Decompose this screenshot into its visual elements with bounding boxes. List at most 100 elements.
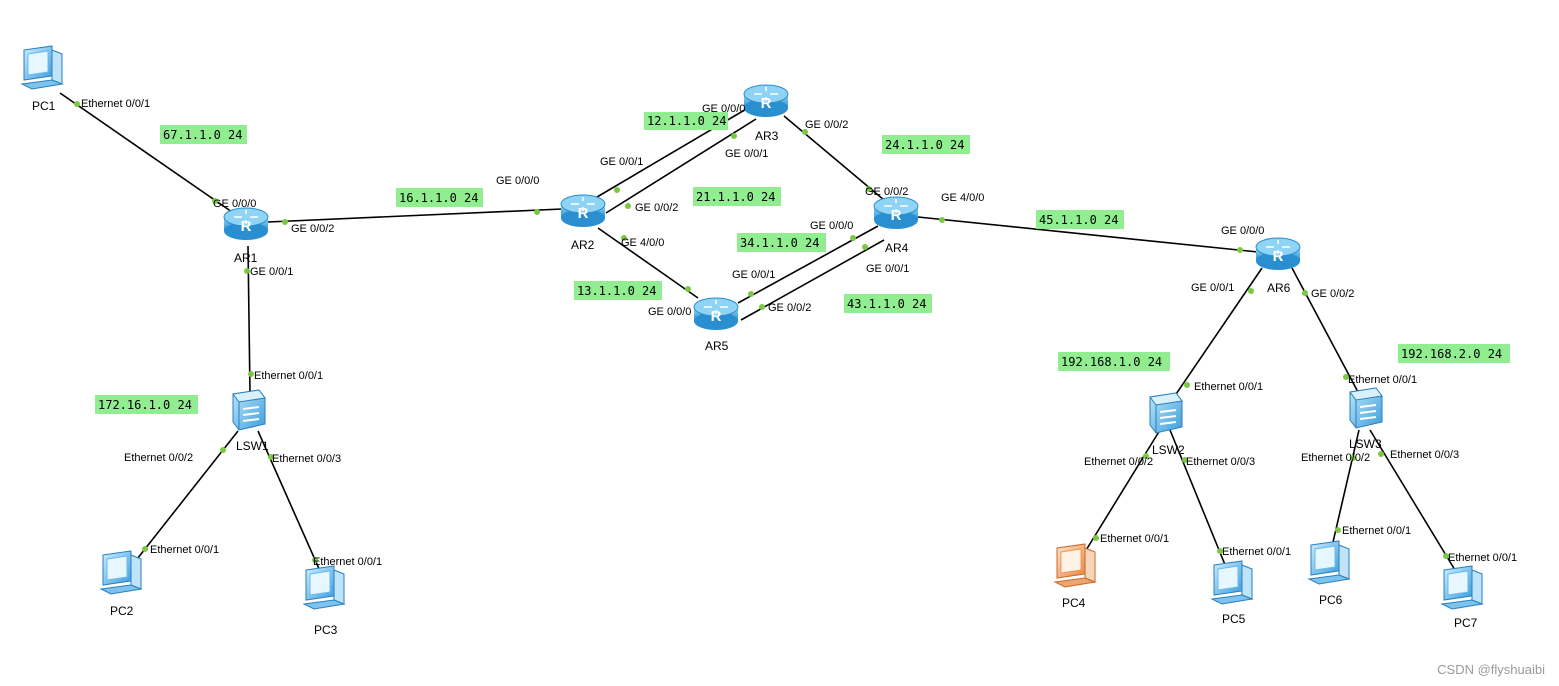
port-label-ar5-ge001: GE 0/0/1 [732,269,775,281]
port-label-pc2-e001: Ethernet 0/0/1 [150,544,219,556]
port-label-ar6-ge000: GE 0/0/0 [1221,225,1264,237]
link-ar6-lsw3 [1291,267,1359,393]
port-dot [1343,374,1349,380]
device-label-pc7: PC7 [1454,616,1478,630]
port-label-lsw3-e002: Ethernet 0/0/2 [1301,452,1370,464]
link-lsw1-pc2 [129,430,239,569]
pc6[interactable] [1308,540,1350,585]
net-label-16: 16.1.1.0 24 [399,191,478,205]
port-label-lsw3-e003: Ethernet 0/0/3 [1390,449,1459,461]
port-dot [625,203,631,209]
link-ar2-ar5 [597,227,699,299]
pc1[interactable] [21,45,63,90]
net-bg [1036,210,1124,229]
net-bg [693,187,781,206]
port-label-ar4-ge000: GE 0/0/0 [810,220,853,232]
link-ar6-lsw2 [1171,267,1263,401]
router-ar2[interactable] [560,194,606,228]
net-label-45: 45.1.1.0 24 [1039,213,1118,227]
port-dot [1217,548,1223,554]
port-label-ar6-ge001: GE 0/0/1 [1191,282,1234,294]
port-dot [731,133,737,139]
device-label-lsw3: LSW3 [1349,437,1382,451]
switch-lsw1[interactable] [232,389,266,431]
port-dot [685,286,691,292]
net-label-192-1: 192.168.1.0 24 [1061,355,1162,369]
device-label-pc2: PC2 [110,604,134,618]
port-label-ar2-ge000: GE 0/0/0 [496,175,539,187]
port-label-pc1-e001: Ethernet 0/0/1 [81,98,150,110]
port-dots [74,101,1449,563]
port-dot [1378,451,1384,457]
pc7[interactable] [1441,565,1483,610]
pc5[interactable] [1211,560,1253,605]
device-label-ar6: AR6 [1267,281,1291,295]
router-ar5[interactable] [693,297,739,331]
port-dot [244,268,250,274]
net-label-24: 24.1.1.0 24 [885,138,964,152]
port-dot [748,291,754,297]
device-label-ar5: AR5 [705,339,729,353]
net-label-12: 12.1.1.0 24 [647,114,726,128]
port-dot [534,209,540,215]
device-label-lsw2: LSW2 [1152,443,1185,457]
router-ar6[interactable] [1255,237,1301,271]
port-dot [282,219,288,225]
port-dot [268,454,274,460]
net-bg [160,125,247,144]
switch-lsw2[interactable] [1149,392,1183,434]
switch-lsw3[interactable] [1349,387,1383,429]
port-dot [614,187,620,193]
net-bg [1058,352,1170,371]
device-label-ar2: AR2 [571,238,595,252]
net-bg [737,233,826,252]
net-label-67: 67.1.1.0 24 [163,128,242,142]
net-label-172: 172.16.1.0 24 [98,398,192,412]
pc3[interactable] [303,565,345,610]
net-label-43: 43.1.1.0 24 [847,297,926,311]
link-ar4-ar6 [917,216,1259,253]
port-label-lsw3-e001: Ethernet 0/0/1 [1348,374,1417,386]
port-label-pc3-e001: Ethernet 0/0/1 [313,556,382,568]
device-label-lsw1: LSW1 [236,439,269,453]
port-dot [1237,247,1243,253]
port-label-ar2-ge002: GE 0/0/2 [635,202,678,214]
port-label-ar2-ge001: GE 0/0/1 [600,156,643,168]
network-label-backgrounds [95,112,1510,414]
port-dot [1302,290,1308,296]
device-label-ar3: AR3 [755,129,779,143]
port-label-ar6-ge002: GE 0/0/2 [1311,288,1354,300]
device-label-ar4: AR4 [885,241,909,255]
port-dot [74,101,80,107]
link-ar2-ar3-b [605,118,757,214]
net-bg [844,294,932,313]
device-label-pc3: PC3 [314,623,338,637]
net-bg [644,112,728,130]
port-label-pc5-e001: Ethernet 0/0/1 [1222,546,1291,558]
router-ar4[interactable] [873,196,919,230]
link-lsw3-pc7 [1369,429,1459,576]
net-label-21: 21.1.1.0 24 [696,190,775,204]
port-label-pc7-e001: Ethernet 0/0/1 [1448,552,1517,564]
router-ar3[interactable] [743,84,789,118]
port-dot [142,546,148,552]
link-lsw2-pc5 [1169,429,1229,573]
port-label-ar2-ge400: GE 4/0/0 [621,237,664,249]
port-dot [850,235,856,241]
router-ar1[interactable] [223,207,269,241]
link-lsw3-pc6 [1329,429,1360,556]
net-bg [396,188,483,207]
port-dot [1093,535,1099,541]
pc4[interactable] [1054,543,1096,588]
device-label-pc1: PC1 [32,99,56,113]
links [59,92,1459,581]
port-dot [802,129,808,135]
port-dot [212,198,218,204]
pc2[interactable] [100,550,142,595]
port-label-ar4-ge002: GE 0/0/2 [865,186,908,198]
device-label-pc6: PC6 [1319,593,1343,607]
port-dot [1184,382,1190,388]
port-dot [939,217,945,223]
port-label-ar3-ge001: GE 0/0/1 [725,148,768,160]
